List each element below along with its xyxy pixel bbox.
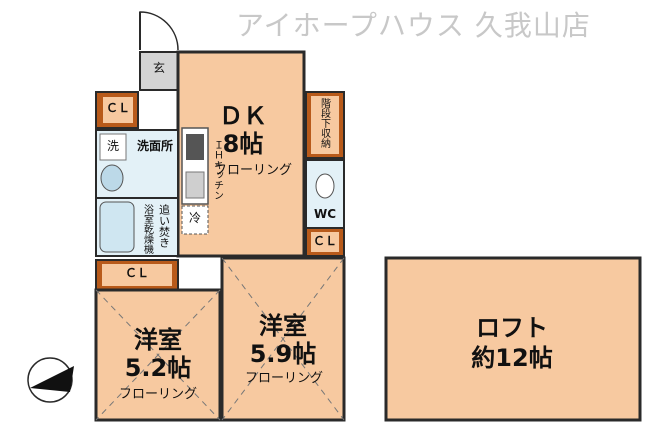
- fridge-label: 冷: [188, 211, 201, 225]
- closet-top-label: ＣＬ: [105, 101, 130, 115]
- toilet-icon: [315, 173, 335, 199]
- western1-floor-label: フローリング: [118, 387, 197, 402]
- closet-left-bottom-inner: [102, 264, 172, 286]
- washbasin-icon: [100, 164, 124, 192]
- diagonal-1b: [95, 289, 221, 421]
- ih-stove-icon: [186, 134, 204, 160]
- loft-size-label: 約12帖: [471, 344, 553, 372]
- stair-storage-inner: [311, 96, 339, 154]
- closet-right-label: ＣＬ: [312, 234, 337, 248]
- washer-label: 洗: [106, 139, 119, 153]
- dk-floor-label: フローリング: [213, 163, 292, 178]
- dk-name-label: ＤＫ: [219, 102, 267, 130]
- western2-name-label: 洋室: [259, 312, 307, 340]
- closet-left-bottom-label: ＣＬ: [124, 266, 149, 280]
- washroom-label: 洗面所: [136, 139, 173, 153]
- bathtub-icon: [99, 201, 135, 253]
- fridge-space: [181, 205, 209, 235]
- loft-name-label: ロフト: [476, 314, 548, 342]
- watermark-text: アイホープハウス 久我山店: [236, 9, 591, 42]
- north-arrow-icon: [27, 357, 74, 403]
- closet-right-inner: [311, 232, 339, 252]
- stair-storage-label: 階段下収納: [318, 98, 330, 148]
- bath-dryer-label: 浴室乾燥機: [141, 204, 153, 254]
- western2-size-label: 5.9帖: [249, 340, 317, 368]
- reheat-label: 追い焚き: [157, 204, 171, 248]
- sink-icon: [185, 171, 205, 199]
- western1-name-label: 洋室: [134, 326, 182, 354]
- ih-kitchen-label: ＩＨキッチン: [211, 140, 223, 200]
- wc-label: WC: [313, 207, 337, 221]
- entrance-door: [139, 11, 179, 51]
- washer-space: [99, 133, 127, 161]
- dk-size-label: 8帖: [222, 130, 264, 158]
- western1-size-label: 5.2帖: [124, 354, 192, 382]
- western2-floor-label: フローリング: [244, 371, 323, 386]
- closet-top-inner: [103, 97, 133, 123]
- genkan-label: 玄: [152, 61, 165, 75]
- diagonal-2b: [221, 257, 345, 421]
- loft: [384, 256, 642, 422]
